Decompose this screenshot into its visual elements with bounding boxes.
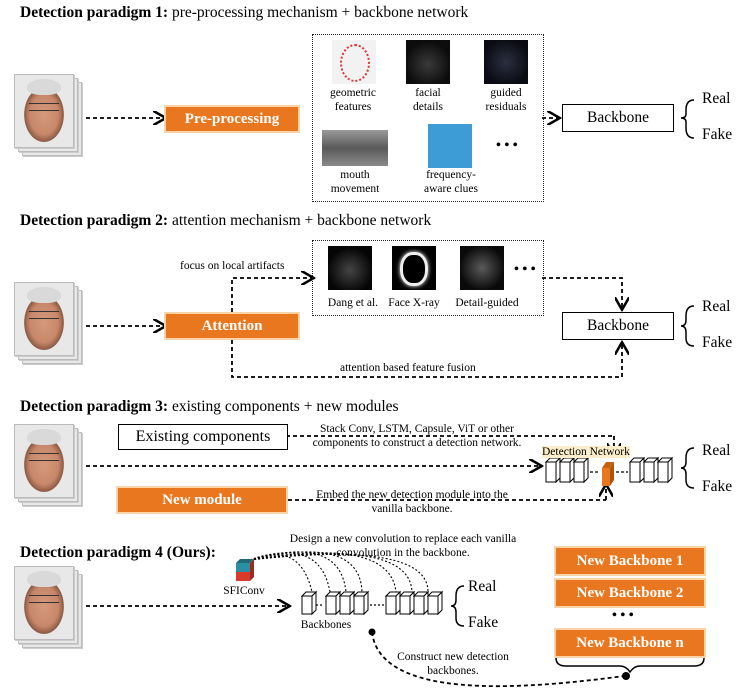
p1-real-label: Real [702,90,731,107]
mouth-movement-thumb [322,130,388,166]
existing-components-box: Existing components [118,424,288,450]
design-note: Design a new convolution to replace each… [289,533,517,559]
p1-features-box [312,34,544,202]
p2-backbone-box: Backbone [562,312,674,340]
frequency-clues-thumb [428,124,472,168]
p4-conv-blocks [300,590,444,616]
p4-fake-label: Fake [468,614,499,631]
p1-fake-label: Fake [702,126,733,143]
frequency-clues-label: frequency-aware clues [424,169,478,195]
detail-label: Detail-guided [455,297,519,309]
p2-arrow-fusion [231,340,622,378]
new-backbone-n[interactable]: New Backbone n [556,630,704,656]
p1-title: Detection paradigm 1: pre-processing mec… [20,4,469,21]
dang-map-thumb [328,246,372,290]
geometric-features-thumb [332,40,376,84]
p3-conv-blocks [544,456,674,484]
face-image [14,282,74,356]
fusion-label: attention based feature fusion [340,362,476,374]
p3-fake-label: Fake [702,478,733,495]
p4-brace [450,585,465,627]
face-image [14,74,74,148]
new-backbone-dots: • • • [612,608,634,623]
focus-local-label: focus on local artifacts [180,260,285,272]
p4-curve-start-dot [368,628,376,636]
p2-fake-label: Fake [702,334,733,351]
facial-details-thumb [406,40,450,84]
p4-bottom-brace [555,657,705,674]
p4-curve-construct [371,631,625,688]
p1-backbone-box: Backbone [562,104,674,132]
p2-maps-box [312,240,544,316]
detection-network-label: Detection Network [542,446,630,458]
new-module-button[interactable]: New module [118,488,286,512]
xray-map-thumb [392,246,436,290]
p3-brace [680,447,695,489]
face-image [14,566,74,640]
face-image [14,424,74,498]
dang-label: Dang et al. [327,297,379,309]
p4-curve-end-dot [622,672,630,680]
p2-brace [680,305,695,347]
p2-title: Detection paradigm 2: attention mechanis… [20,212,432,229]
attention-button[interactable]: Attention [166,314,298,338]
p3-real-label: Real [702,442,731,459]
p2-more-dots: • • • [514,262,536,277]
p2-real-label: Real [702,298,731,315]
preprocessing-button[interactable]: Pre-processing [166,107,298,131]
sficonv-cube [236,559,254,581]
new-backbone-1[interactable]: New Backbone 1 [556,548,704,574]
p1-brace [680,99,695,139]
backbones-label: Backbones [300,619,352,631]
p4-real-label: Real [468,578,497,595]
sficonv-label: SFIConv [223,585,265,597]
detail-map-thumb [460,246,504,290]
p4-fan-lines [249,551,429,593]
guided-residuals-thumb [484,40,528,84]
xray-label: Face X-ray [388,297,440,309]
p1-more-dots: • • • [496,138,518,153]
p2-arrow-focus [231,278,312,312]
p2-arrow-down [542,277,622,308]
p3-new-module-block [602,462,614,486]
p4-title: Detection paradigm 4 (Ours): [20,544,216,561]
new-backbone-2[interactable]: New Backbone 2 [556,580,704,606]
p3-title: Detection paradigm 3: existing component… [20,398,399,415]
